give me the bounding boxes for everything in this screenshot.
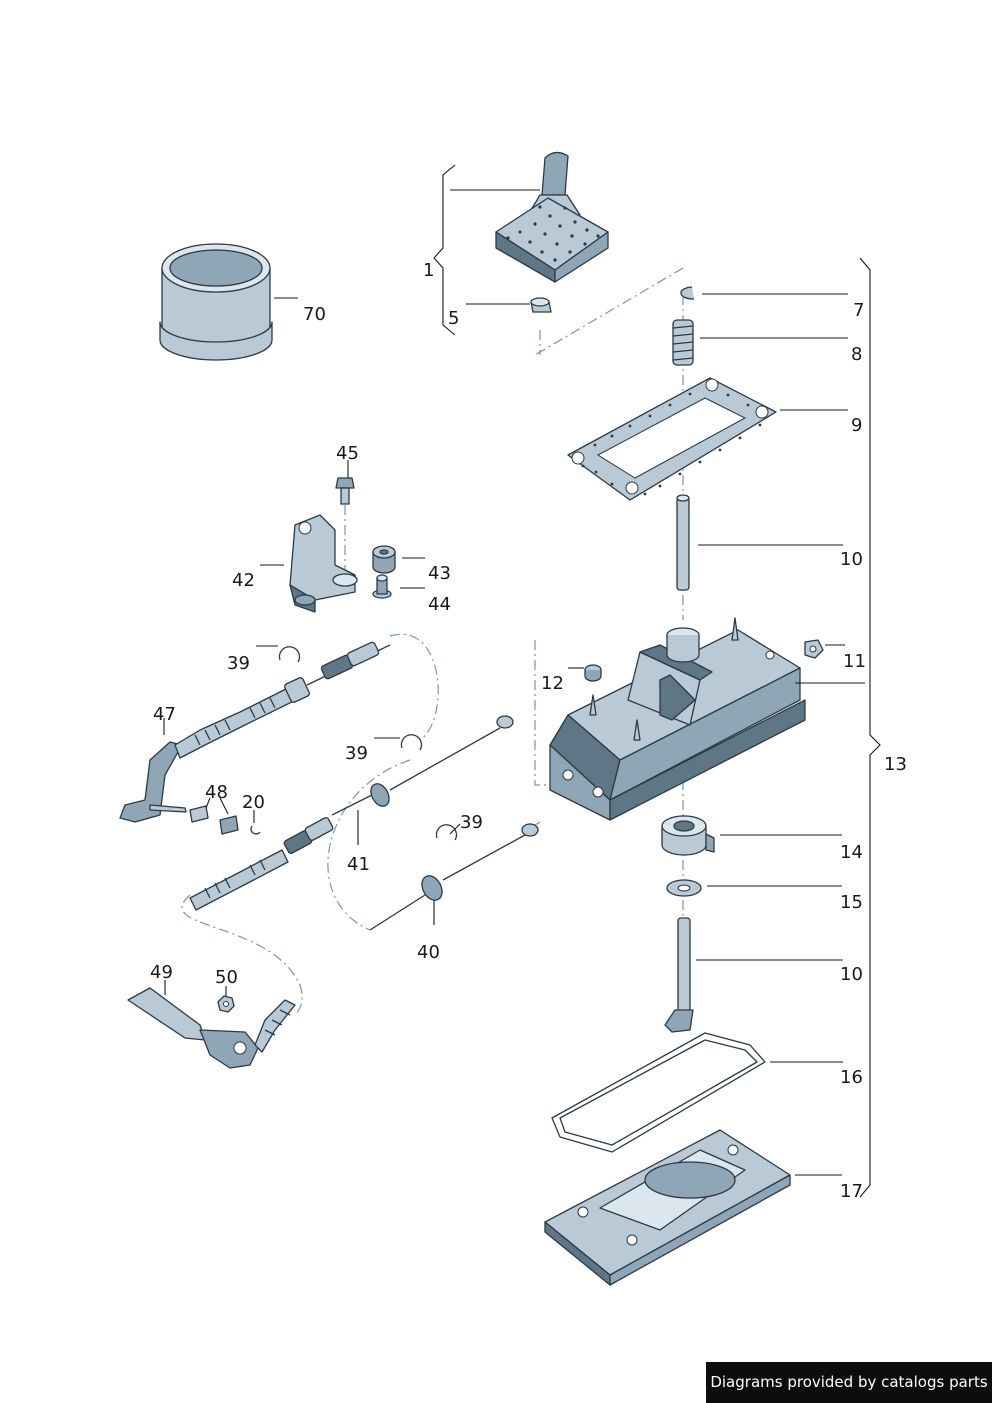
label-39-b: 39: [345, 743, 368, 764]
label-49: 49: [150, 962, 173, 983]
credit-footer: Diagrams provided by catalogs parts: [706, 1362, 992, 1403]
label-9: 9: [851, 415, 862, 436]
shift-rod-part-10-lower: [664, 917, 694, 1033]
label-39-c: 39: [460, 812, 483, 833]
brace-part-1: [433, 164, 456, 336]
label-47: 47: [153, 704, 176, 725]
label-1: 1: [423, 260, 434, 281]
bolt-part-45: [335, 477, 355, 505]
clip-part-39-a: [278, 646, 301, 663]
label-17: 17: [840, 1181, 863, 1202]
label-48: 48: [205, 782, 228, 803]
part-labels: 1 5 7 8 9 10 11 12 13 14 15 10 16 17 70 …: [150, 260, 907, 1202]
label-15: 15: [840, 892, 863, 913]
label-10-upper: 10: [840, 549, 863, 570]
nut-part-50: [217, 995, 235, 1013]
label-14: 14: [840, 842, 863, 863]
bushing-part-48: [189, 805, 239, 835]
shift-cable-part-41: [189, 715, 514, 911]
clip-part-5: [530, 297, 552, 313]
label-44: 44: [428, 594, 451, 615]
label-70: 70: [303, 304, 326, 325]
label-13: 13: [884, 754, 907, 775]
clip-part-39-b: [400, 734, 423, 751]
clip-part-39-c: [435, 824, 458, 841]
bushing-part-14: [661, 815, 715, 856]
label-16: 16: [840, 1067, 863, 1088]
washer-part-15: [666, 879, 702, 897]
gear-knob-part-1: [495, 151, 609, 283]
label-12: 12: [541, 673, 564, 694]
label-45: 45: [336, 443, 359, 464]
clip-part-20: [250, 825, 261, 835]
spacer-part-44: [372, 574, 392, 599]
label-7: 7: [853, 300, 864, 321]
gasket-part-9: [567, 377, 777, 501]
bracket-part-42: [289, 514, 358, 613]
label-43: 43: [428, 563, 451, 584]
assembly-axes: [181, 267, 684, 1016]
label-8: 8: [851, 344, 862, 365]
shift-housing-part-13: [549, 617, 806, 821]
label-5: 5: [448, 308, 459, 329]
label-11: 11: [843, 651, 866, 672]
lever-part-49: [127, 987, 296, 1069]
shift-rod-part-10-upper: [676, 494, 690, 591]
label-39-a: 39: [227, 653, 250, 674]
base-plate-part-17: [544, 1129, 791, 1286]
selector-cable-part-47: [119, 641, 391, 823]
label-42: 42: [232, 570, 255, 591]
label-41: 41: [347, 854, 370, 875]
spring-part-8: [672, 319, 694, 366]
label-20: 20: [242, 792, 265, 813]
label-10-lower: 10: [840, 964, 863, 985]
nut-part-11: [804, 639, 824, 659]
label-50: 50: [215, 967, 238, 988]
brace-part-13: [859, 257, 881, 1198]
leader-lines: [163, 189, 865, 1176]
seal-part-16: [551, 1032, 766, 1153]
cable-part-40: [369, 823, 539, 931]
grommet-part-43: [372, 545, 396, 574]
nut-part-12: [584, 664, 602, 682]
sleeve-part-70: [159, 243, 273, 361]
circlip-part-7: [680, 286, 695, 300]
label-40: 40: [417, 942, 440, 963]
